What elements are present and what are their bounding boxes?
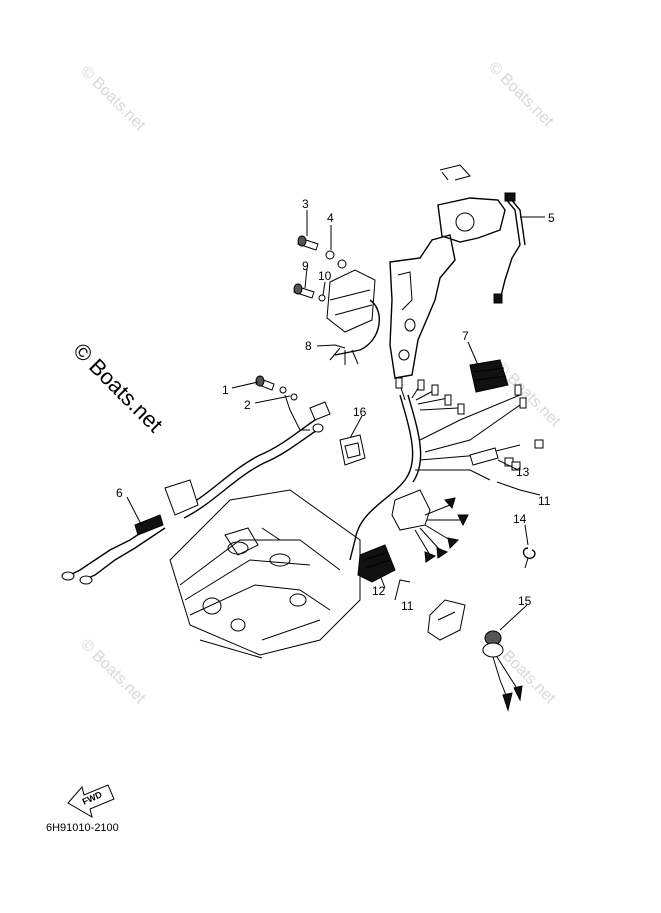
callout-13: 13 (516, 465, 530, 479)
screws-and-washers (293, 235, 347, 302)
callout-14: 14 (513, 512, 527, 526)
callout-11a: 11 (538, 494, 551, 508)
engine-block (169, 489, 361, 659)
part-12-coil (357, 489, 469, 583)
callout-15: 15 (518, 594, 532, 608)
callout-5: 5 (548, 211, 555, 225)
callout-8: 8 (305, 339, 312, 353)
watermark-top-right: © Boats.net (485, 59, 557, 131)
callout-16: 16 (353, 405, 367, 419)
callout-12: 12 (372, 584, 386, 598)
part-7-sleeve (469, 359, 509, 393)
callout-9: 9 (302, 259, 309, 273)
part-15-switch (427, 599, 523, 712)
part-14-clip (522, 547, 536, 569)
leader-lines (126, 210, 545, 631)
forward-direction-arrow: FWD (67, 784, 115, 819)
left-harness (164, 394, 331, 519)
callout-3: 3 (302, 197, 309, 211)
callout-6: 6 (116, 486, 123, 500)
callout-4: 4 (327, 211, 334, 225)
part-8-rectifier (326, 269, 380, 365)
part-6-battery-cable (61, 514, 166, 585)
part-1-2-screw-washer (255, 375, 298, 401)
part-5-lead-wire (493, 192, 526, 304)
diagram-code: 6H91010-2100 (46, 822, 119, 834)
callout-2: 2 (244, 398, 251, 412)
callout-7: 7 (462, 329, 469, 343)
callout-11b: 11 (401, 599, 414, 613)
watermark-top-left: © Boats.net (77, 63, 149, 135)
part-13-connectors (469, 447, 521, 471)
callout-10: 10 (318, 269, 332, 283)
watermark-large: © Boats.net (68, 338, 167, 437)
watermark-bottom-left: © Boats.net (77, 636, 149, 708)
part-16-cap (339, 434, 366, 466)
bracket-assembly (389, 164, 506, 379)
callout-labels: 1 2 3 4 5 6 7 8 9 10 11 11 12 13 14 15 1… (116, 197, 555, 613)
callout-1: 1 (222, 383, 229, 397)
